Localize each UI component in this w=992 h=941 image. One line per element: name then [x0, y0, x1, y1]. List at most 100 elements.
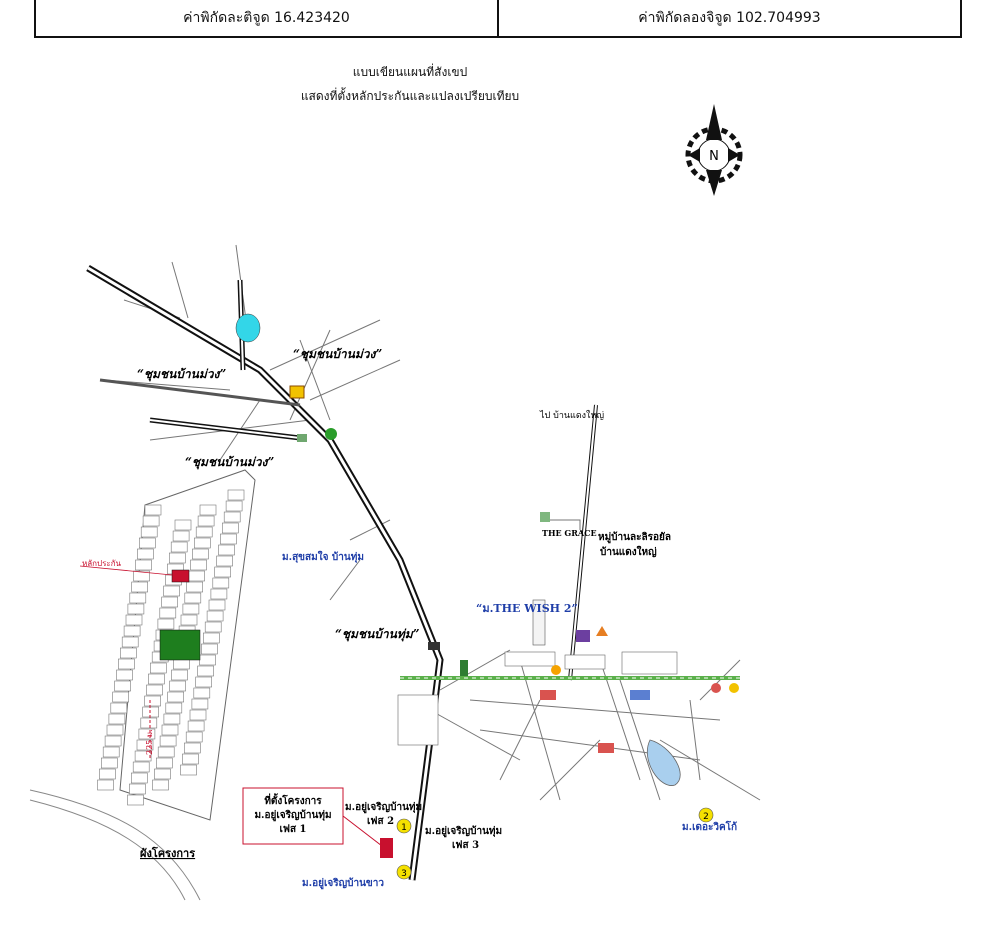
label-village-royal: หมู่บ้านละลิรอยัล	[598, 531, 671, 544]
site-box	[242, 787, 344, 845]
lot-cell	[223, 511, 241, 523]
lot-cell	[138, 728, 156, 740]
lot-cell	[140, 526, 158, 538]
lot-cell	[116, 669, 133, 681]
lot-cell	[195, 676, 212, 688]
lot-cell	[104, 735, 122, 747]
lot-cell	[208, 599, 226, 611]
label-ban-daeng-yai: บ้านแดงใหญ่	[600, 545, 657, 558]
map-labels: “ชุมชนบ้านม่วง” “ชุมชนบ้านม่วง” “ชุมชนบ้…	[82, 347, 737, 890]
marker-3: 3	[401, 869, 407, 879]
label-to-ban-daeng-yai: ไป บ้านแดงใหญ่	[539, 410, 604, 421]
lot-cell	[199, 654, 216, 666]
lot-cell	[144, 504, 162, 516]
lot-cell	[110, 702, 128, 714]
lot-cell	[161, 724, 179, 736]
site-box-line-1: ที่ตั้งโครงการ	[264, 793, 322, 807]
label-community-west: “ชุมชนบ้านม่วง”	[137, 367, 226, 382]
lot-cell	[197, 515, 215, 527]
lot-cell	[163, 713, 181, 725]
factory-block	[397, 694, 439, 746]
lot-cell	[210, 588, 228, 600]
tower-icon	[532, 599, 546, 646]
label-project-plan: ผังโครงการ	[140, 846, 195, 860]
school-icon	[297, 434, 307, 442]
lot-cell	[123, 625, 141, 637]
label-village-sukjai: ม.สุขสมใจ บ้านทุ่ม	[282, 550, 364, 563]
temple-icon	[289, 385, 305, 399]
lot-cell	[133, 570, 150, 582]
lot-cell	[172, 530, 190, 542]
lot-cell	[197, 665, 214, 677]
north-arrow-icon: N	[685, 104, 743, 196]
coordinates-table: ค่าพิกัดละติจูด 16.423420 ค่าพิกัดลองจิจ…	[34, 0, 962, 38]
label-phase2: เฟส 2	[367, 815, 394, 827]
lot-cell	[142, 515, 160, 527]
lot-cell	[148, 673, 165, 685]
pond-north	[235, 313, 261, 343]
lot-cell	[108, 713, 126, 725]
site-box-line-2: ม.อยู่เจริญบ้านทุ่ม	[254, 809, 331, 822]
lot-cell	[174, 519, 192, 531]
lot-cell	[193, 687, 211, 699]
lot-cell	[218, 544, 235, 556]
lot-cell	[102, 746, 120, 758]
lot-cell	[169, 552, 186, 564]
lot-cell	[99, 768, 116, 780]
lot-cell	[150, 662, 167, 674]
lot-cell	[136, 739, 154, 751]
lot-cell	[137, 548, 154, 560]
lot-cell	[132, 761, 150, 773]
green-area	[159, 629, 201, 661]
lot-cell	[165, 702, 183, 714]
lot-cell	[161, 596, 178, 608]
label-phase3: เฟส 3	[452, 839, 479, 851]
compass-letter: N	[709, 149, 719, 164]
lot-cell	[140, 717, 158, 729]
building-icon	[540, 690, 556, 700]
lot-cell	[146, 684, 163, 696]
label-community-south: “ชุมชนบ้านม่วง”	[185, 455, 274, 470]
lot-cell	[195, 526, 213, 538]
lot-cell	[184, 592, 202, 604]
lot-cell	[222, 522, 239, 534]
lot-cell	[101, 757, 118, 769]
lot-cell	[180, 614, 198, 626]
temple-east-icon	[576, 630, 590, 642]
lot-cell	[192, 548, 209, 560]
lot-cell	[129, 783, 146, 795]
label-village-baan-kho: ม.อยู่เจริญบ้านขาว	[302, 877, 384, 890]
lot-cell	[191, 698, 209, 710]
lot-cell	[142, 706, 159, 718]
label-road-width: 225 ม.	[145, 729, 154, 755]
title-line-2: แสดงที่ตั้งหลักประกันและแปลงเปรียบเทียบ	[300, 89, 520, 103]
lot-cell	[134, 750, 152, 762]
lot-cell	[227, 489, 245, 501]
lot-cell	[190, 559, 207, 571]
lot-cell	[180, 764, 197, 776]
lot-cell	[139, 537, 156, 549]
lot-cell	[216, 555, 233, 567]
lot-cell	[220, 533, 237, 545]
lot-cell	[131, 581, 148, 593]
lot-cell	[121, 636, 139, 648]
lot-cell	[187, 720, 205, 732]
lot-cell	[201, 643, 218, 655]
lot-cell	[188, 570, 205, 582]
longitude-cell: ค่าพิกัดลองจิจูด 102.704993	[497, 0, 960, 36]
label-collateral: หลักประกัน	[82, 559, 122, 568]
latitude-cell: ค่าพิกัดละติจูด 16.423420	[183, 10, 350, 26]
lot-cell	[204, 621, 222, 633]
lot-cell	[120, 647, 137, 659]
lot-cell	[159, 735, 177, 747]
lot-cell	[112, 691, 129, 703]
gas-station-icon	[551, 665, 561, 675]
project-plan	[29, 469, 256, 901]
label-the-grace: THE GRACE	[542, 528, 597, 538]
label-phase3-name: ม.อยู่เจริญบ้านทุ่ม	[425, 825, 502, 838]
lot-cell	[170, 541, 188, 553]
map-titles: แบบเขียนแผนที่สังเขป แสดงที่ตั้งหลักประก…	[0, 60, 820, 108]
lot-cell	[154, 768, 171, 780]
road-ban-daeng-yai	[568, 404, 598, 681]
